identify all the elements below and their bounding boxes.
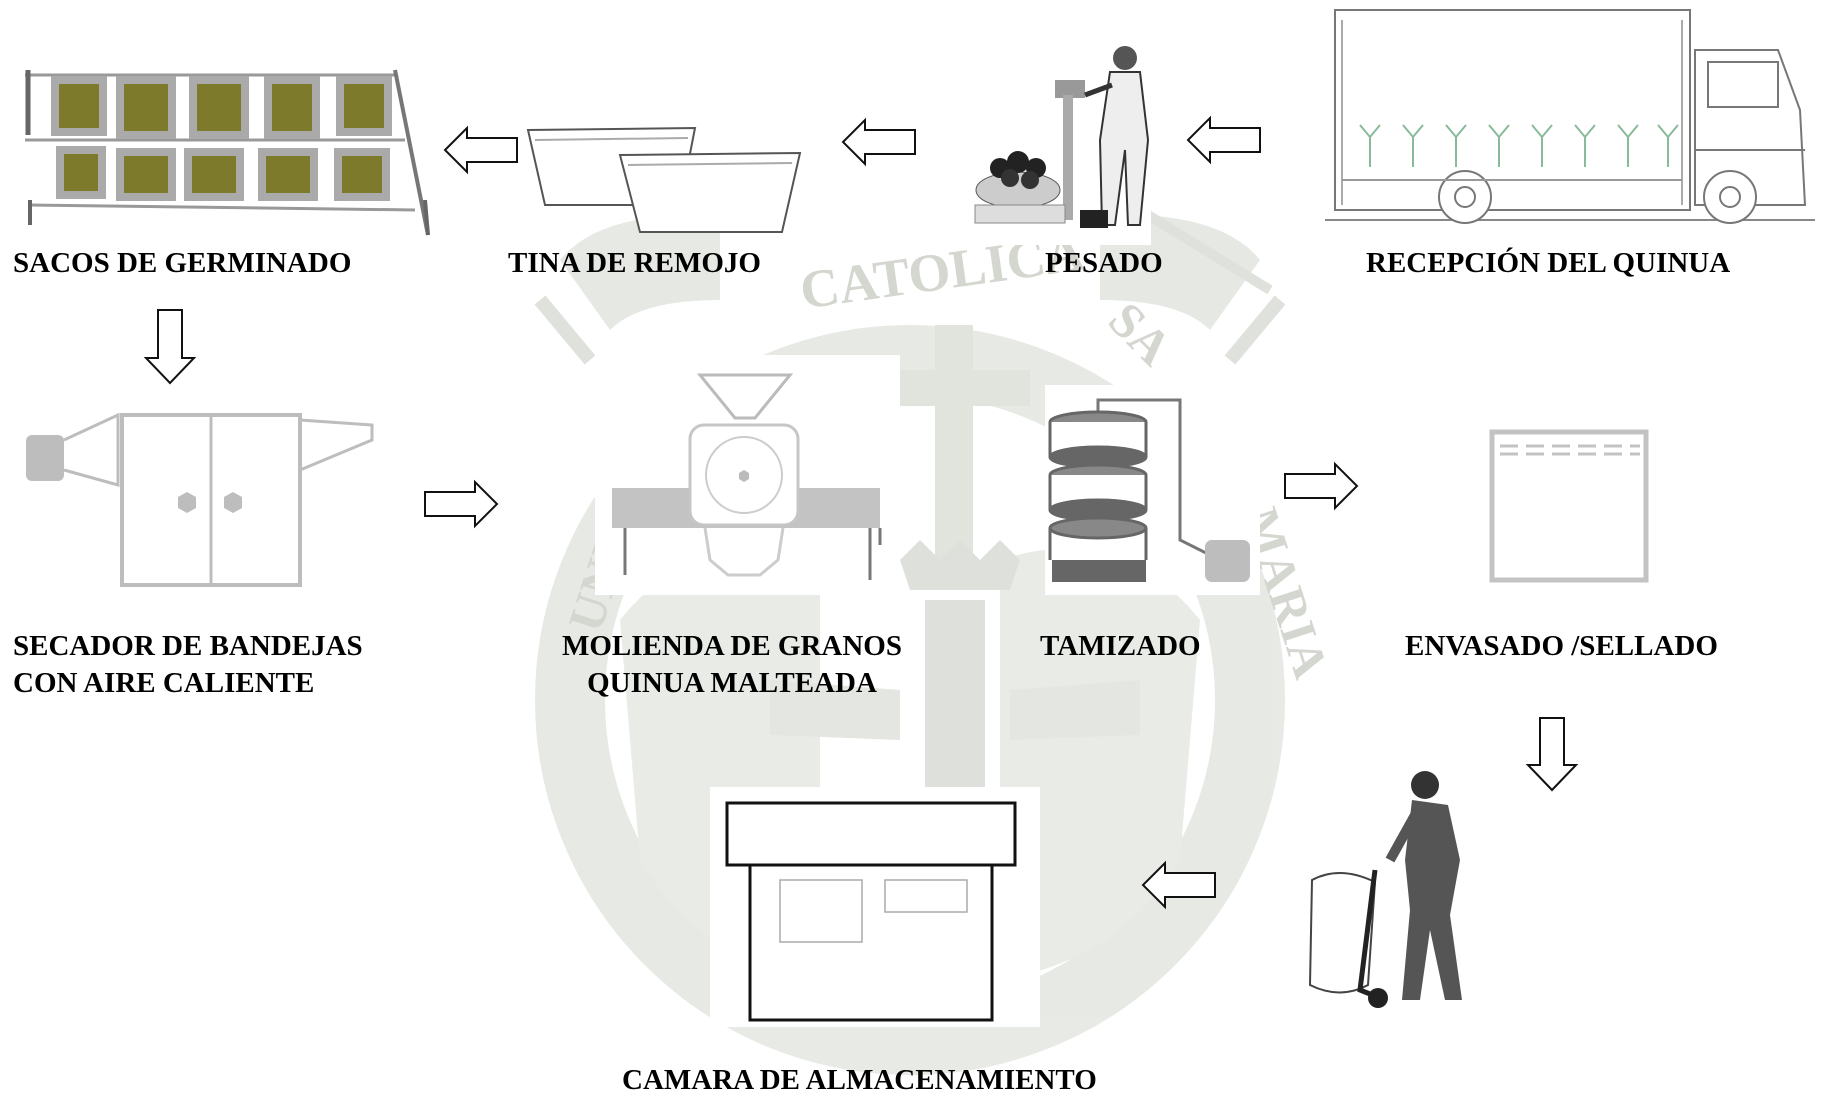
truck-illustration (1325, 9, 1815, 224)
molienda-illustration (595, 355, 900, 595)
secador-illustration (26, 412, 374, 587)
arrow-left-recepcion-to-pesado (1186, 115, 1261, 165)
label-tina: TINA DE REMOJO (508, 247, 761, 279)
label-envasado: ENVASADO /SELLADO (1405, 630, 1718, 662)
tamizado-illustration (1045, 385, 1260, 595)
arrow-right-secador-to-molienda (424, 479, 499, 529)
label-molienda-line2: QUINUA MALTEADA (587, 667, 877, 699)
arrow-down-sacos-to-secador (143, 309, 197, 385)
hand-truck-worker-illustration (1300, 771, 1480, 1012)
label-recepcion: RECEPCIÓN DEL QUINUA (1366, 247, 1731, 279)
label-secador: SECADOR DE BANDEJAS CON AIRE CALIENTE (13, 628, 363, 702)
label-secador-line1: SECADOR DE BANDEJAS (13, 630, 363, 662)
arrow-left-tina-to-sacos (443, 125, 518, 175)
arrow-left-carga-to-camara (1141, 860, 1216, 910)
label-camara: CAMARA DE ALMACENAMIENTO (622, 1064, 1097, 1096)
tina-illustration (526, 126, 802, 233)
arrow-left-pesado-to-tina (841, 117, 916, 167)
camara-illustration (710, 787, 1040, 1027)
envasado-illustration (1489, 429, 1649, 583)
label-molienda: MOLIENDA DE GRANOS QUINUA MALTEADA (532, 628, 932, 702)
label-secador-line2: CON AIRE CALIENTE (13, 667, 315, 699)
sacos-illustration (25, 69, 430, 236)
label-pesado: PESADO (1045, 247, 1163, 279)
arrow-right-tamizado-to-envasado (1284, 461, 1359, 511)
label-sacos: SACOS DE GERMINADO (13, 247, 352, 279)
arrow-down-envasado-to-carga (1525, 717, 1579, 792)
label-tamizado: TAMIZADO (1040, 630, 1201, 662)
pesado-illustration (966, 40, 1151, 245)
label-molienda-line1: MOLIENDA DE GRANOS (562, 630, 902, 662)
